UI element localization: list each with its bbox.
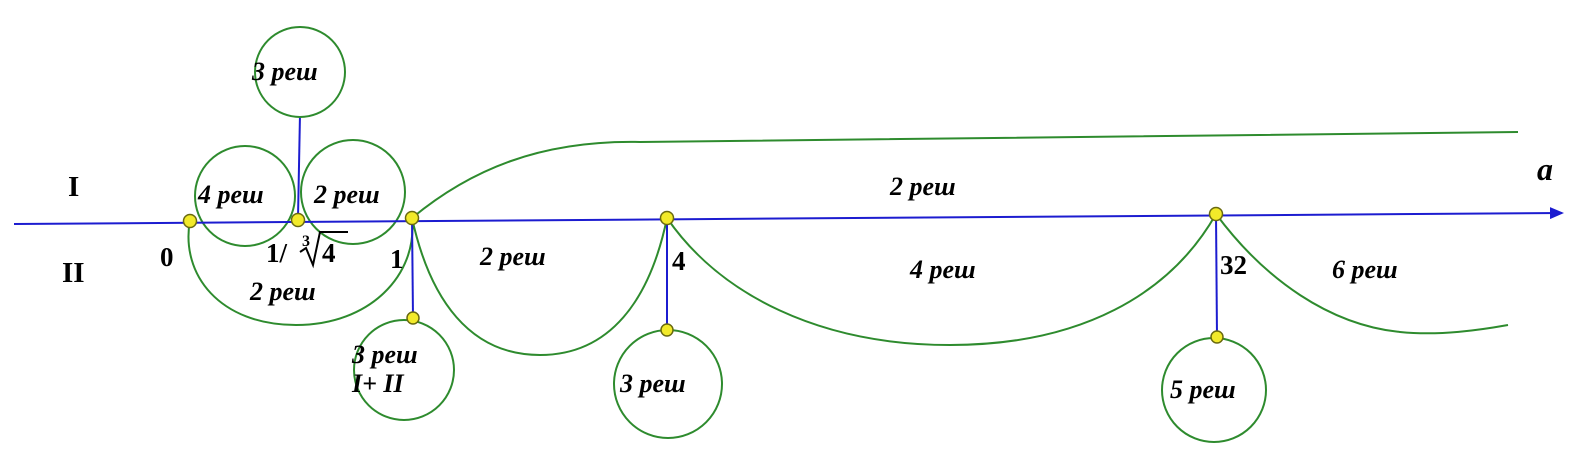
lower-arc-4-32 — [666, 213, 1217, 347]
bubble-at-32-text: 5 реш — [1170, 375, 1236, 404]
bubble-at-one-text-2: I+ II — [351, 369, 405, 398]
radical-sign-icon — [299, 231, 348, 269]
a-axis — [13, 207, 1564, 225]
label-lower-1-4: 2 реш — [479, 242, 546, 271]
bubble-upper-cr-1 — [300, 139, 406, 245]
tick-cuberoot-index: 3 — [302, 233, 310, 250]
point-bubble-at-32 — [1210, 330, 1224, 344]
label-upper-main: 2 реш — [889, 172, 956, 201]
bubble-top-cr — [254, 26, 346, 118]
point-cuberoot — [290, 212, 306, 228]
label-upper-cr-1: 2 реш — [313, 180, 380, 209]
connector-top-cr — [297, 113, 301, 219]
bubble-at-one-text-1: 3 реш — [351, 340, 418, 369]
axis-name-label: a — [1537, 151, 1553, 187]
tick-label-zero: 0 — [160, 242, 174, 272]
label-lower-32-plus: 6 реш — [1332, 255, 1398, 284]
tick-label-cuberoot: 1/ 3 4 — [266, 231, 348, 269]
bubble-at-one — [353, 319, 455, 421]
region-lower-label: II — [62, 257, 85, 289]
lower-left-loop — [187, 217, 414, 327]
label-lower-4-32: 4 реш — [909, 255, 976, 284]
point-four — [659, 210, 675, 226]
point-bubble-at-four — [660, 323, 674, 337]
tick-label-one: 1 — [390, 244, 404, 274]
lower-arc-1-4 — [411, 217, 668, 357]
point-bubble-at-one — [406, 311, 420, 325]
point-32 — [1208, 206, 1224, 222]
region-upper-label: I — [68, 171, 79, 203]
upper-boundary-curve — [411, 131, 1519, 219]
bubble-top-cr-text: 3 реш — [251, 57, 318, 86]
connector-at-one — [411, 217, 414, 319]
tick-label-four: 4 — [672, 246, 686, 276]
connector-at-32 — [1215, 213, 1218, 338]
point-one — [404, 210, 420, 226]
label-lower-0-1: 2 реш — [249, 277, 316, 306]
bubble-upper-0-cr — [194, 145, 296, 247]
bubble-at-four-text: 3 реш — [619, 369, 686, 398]
label-upper-0-cr: 4 реш — [197, 180, 264, 209]
point-zero — [182, 213, 198, 229]
tick-cuberoot-prefix: 1/ — [266, 238, 288, 268]
tick-cuberoot-radicand: 4 — [322, 238, 336, 268]
tick-label-thirtytwo: 32 — [1220, 250, 1247, 280]
lower-arc-32-plus — [1215, 213, 1509, 335]
